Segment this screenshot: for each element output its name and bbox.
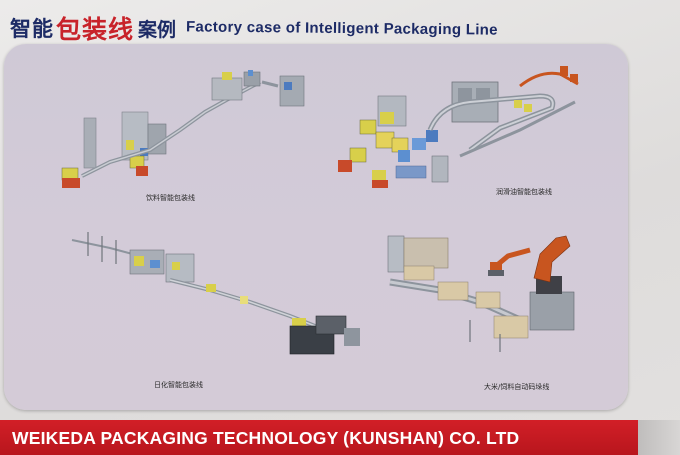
company-banner: WEIKEDA PACKAGING TECHNOLOGY (KUNSHAN) C…	[0, 420, 638, 455]
lubricant-line-illustration	[338, 66, 579, 188]
case-caption-palletizing: 大米/饲料自动码垛线	[484, 383, 550, 391]
case-caption-lubricant: 润滑油智能包装线	[496, 188, 552, 196]
title-cn-part2: 包装线	[56, 15, 135, 44]
daily-chemical-line-illustration	[71, 232, 360, 355]
palletizing-line-illustration	[387, 235, 575, 352]
title-cn-part1: 智能	[10, 17, 54, 41]
case-caption-daily-chemical: 日化智能包装线	[154, 381, 203, 389]
case-caption-beverage: 饮料智能包装线	[146, 194, 195, 202]
title-cn-part3: 案例	[138, 18, 177, 41]
wall-edge	[638, 420, 680, 455]
beverage-line-illustration	[61, 70, 305, 188]
company-name: WEIKEDA PACKAGING TECHNOLOGY (KUNSHAN) C…	[12, 428, 520, 448]
page-title: 智能 包装线 案例 Factory case of Intelligent Pa…	[10, 12, 498, 44]
